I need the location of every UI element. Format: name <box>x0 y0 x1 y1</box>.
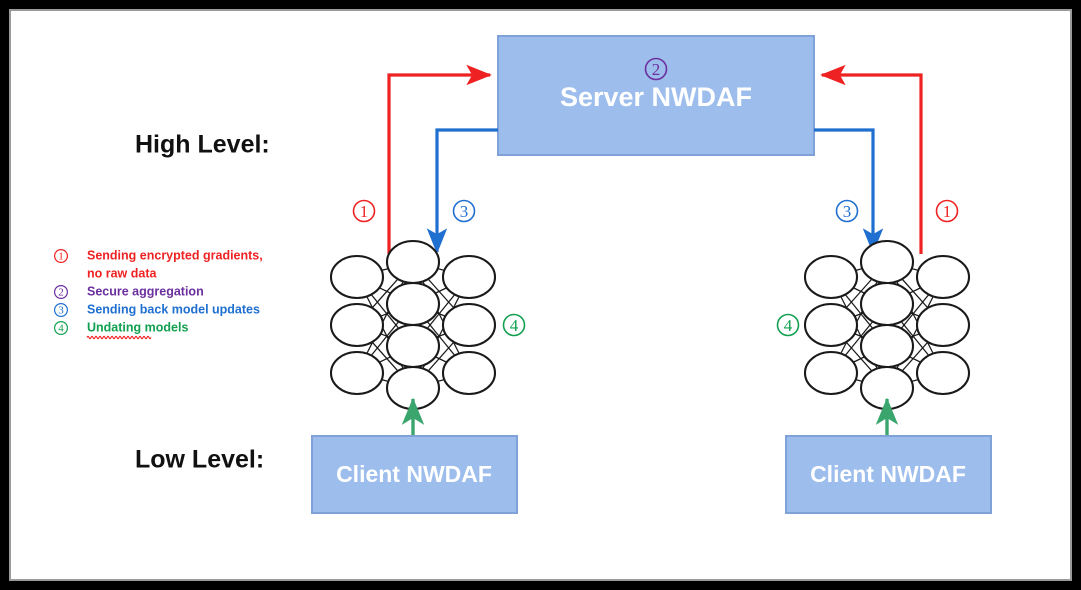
right-download-arrow <box>814 128 884 254</box>
legend-text-2: Secure aggregation <box>87 284 204 298</box>
nn-node-l1-2 <box>859 323 915 369</box>
right-upload-numeral: 1 <box>943 202 952 221</box>
nn-node-l1-1 <box>385 281 441 327</box>
right-upload-arrow <box>820 64 923 254</box>
nn-node-l0-1 <box>329 302 385 348</box>
legend-item-3: 3 Sending back model updates <box>53 302 260 318</box>
nn-nodes <box>329 239 497 411</box>
nn-node-l0-2 <box>803 350 859 396</box>
legend-marker-circle-3 <box>53 303 68 318</box>
legend-text-1-line2: no raw data <box>87 266 158 280</box>
client-nwdaf-node-left[interactable]: Client NWDAF <box>311 435 518 514</box>
client-box-label-left: Client NWDAF <box>336 461 492 487</box>
client-nwdaf-node-right[interactable]: Client NWDAF <box>785 435 992 514</box>
legend-marker-numeral-2: 2 <box>58 286 64 298</box>
nn-node-l0-1 <box>803 302 859 348</box>
left-download-arrow <box>426 128 498 254</box>
left-marker-4: 4 <box>502 313 526 337</box>
legend-marker-circle-2 <box>53 285 68 300</box>
legend-marker-circle-4 <box>53 321 68 336</box>
high-level-label: High Level: <box>135 131 270 159</box>
right-neural-network <box>803 239 971 411</box>
right-marker-3: 3 <box>835 199 859 223</box>
legend-item-4: 4 Undating models <box>53 320 188 340</box>
legend-marker-circle-1 <box>53 249 68 264</box>
legend-marker-numeral-4: 4 <box>58 322 64 334</box>
nn-node-l0-2 <box>329 350 385 396</box>
nn-node-l2-1 <box>915 302 971 348</box>
nn-node-l2-2 <box>441 350 497 396</box>
nn-nodes <box>803 239 971 411</box>
nn-node-l2-1 <box>441 302 497 348</box>
client-box-shape-left <box>311 435 518 514</box>
right-update-numeral: 4 <box>784 316 793 335</box>
client-box-label-right: Client NWDAF <box>810 461 966 487</box>
legend-marker-numeral-1: 1 <box>58 250 64 262</box>
left-update-numeral: 4 <box>510 316 519 335</box>
federated-learning-diagram: Server NWDAF 2 High Level: Low Level: 1 … <box>53 35 992 514</box>
server-box-label: Server NWDAF <box>560 82 752 112</box>
legend-text-4: Undating models <box>87 320 188 334</box>
server-box-shape <box>497 35 815 156</box>
legend-item-2: 2 Secure aggregation <box>53 284 204 300</box>
right-upload-path <box>820 64 923 254</box>
left-upload-path <box>387 64 492 254</box>
right-download-numeral: 3 <box>843 202 852 221</box>
legend: 1 Sending encrypted gradients, no raw data… <box>53 248 263 340</box>
server-marker-2: 2 <box>644 57 668 81</box>
spellcheck-squiggle <box>86 335 152 340</box>
left-marker-3: 3 <box>452 199 476 223</box>
nn-node-l2-0 <box>915 254 971 300</box>
low-level-label: Low Level: <box>135 446 264 474</box>
nn-node-l1-0 <box>385 239 441 285</box>
nn-node-l2-2 <box>915 350 971 396</box>
legend-text-3: Sending back model updates <box>87 302 260 316</box>
left-marker-1: 1 <box>352 199 376 223</box>
legend-item-1: 1 Sending encrypted gradients, <box>53 248 263 264</box>
legend-text-1: Sending encrypted gradients, <box>87 248 263 262</box>
nn-node-l1-0 <box>859 239 915 285</box>
client-box-shape-right <box>785 435 992 514</box>
left-upload-arrow <box>387 64 492 254</box>
left-upload-numeral: 1 <box>360 202 369 221</box>
left-neural-network <box>329 239 497 411</box>
nn-node-l0-0 <box>803 254 859 300</box>
legend-marker-numeral-3: 3 <box>58 304 64 316</box>
right-marker-1: 1 <box>935 199 959 223</box>
left-download-numeral: 3 <box>460 202 469 221</box>
server-marker-numeral: 2 <box>652 60 661 79</box>
right-download-path <box>814 128 884 254</box>
server-nwdaf-node[interactable]: Server NWDAF <box>497 35 815 156</box>
nn-node-l0-0 <box>329 254 385 300</box>
left-download-path <box>426 128 498 254</box>
right-marker-4: 4 <box>776 313 800 337</box>
nn-node-l1-2 <box>385 323 441 369</box>
nn-node-l2-0 <box>441 254 497 300</box>
nn-node-l1-1 <box>859 281 915 327</box>
